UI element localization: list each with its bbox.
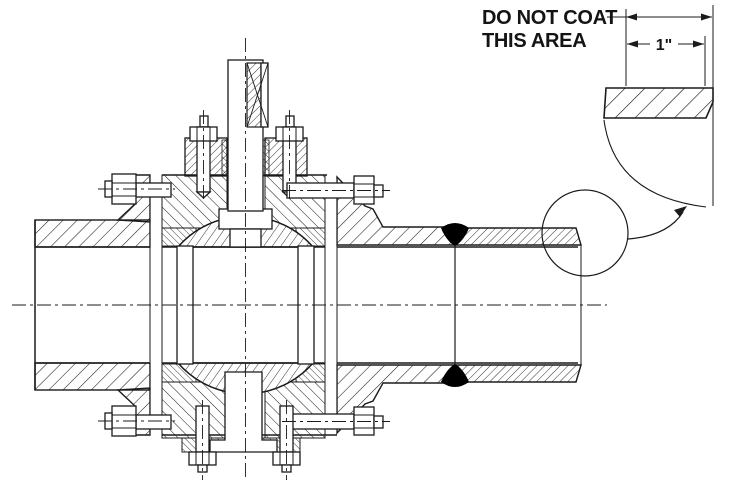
detail-pipe-wall (603, 87, 714, 119)
detail-callout (541, 189, 687, 277)
dimension-label: 1" (656, 37, 672, 54)
left-pipe (34, 219, 151, 391)
label-line-2: THIS AREA (482, 30, 586, 52)
detail-leader-arc (627, 211, 684, 240)
one-inch-dimension: 1" (627, 37, 704, 54)
label-line-1: DO NOT COAT (482, 7, 617, 29)
detail-break-arc (603, 119, 707, 208)
valve-body-center (161, 174, 337, 439)
detail-circle (541, 189, 629, 277)
body-joint-right (324, 178, 338, 433)
do-not-coat-dimension (607, 13, 712, 21)
detail-view: 1" DO NOT COAT THIS AREA (482, 5, 714, 208)
do-not-coat-label: DO NOT COAT THIS AREA (482, 7, 618, 52)
leader-arrowhead (674, 206, 687, 217)
hex-nut (353, 175, 375, 205)
bottom-cover (181, 371, 301, 453)
centerlines (12, 38, 607, 480)
weld-top (441, 223, 469, 246)
hex-nut (353, 406, 375, 436)
weld-bottom (441, 364, 469, 387)
right-body-neck (336, 175, 456, 435)
stem-key (246, 62, 269, 128)
